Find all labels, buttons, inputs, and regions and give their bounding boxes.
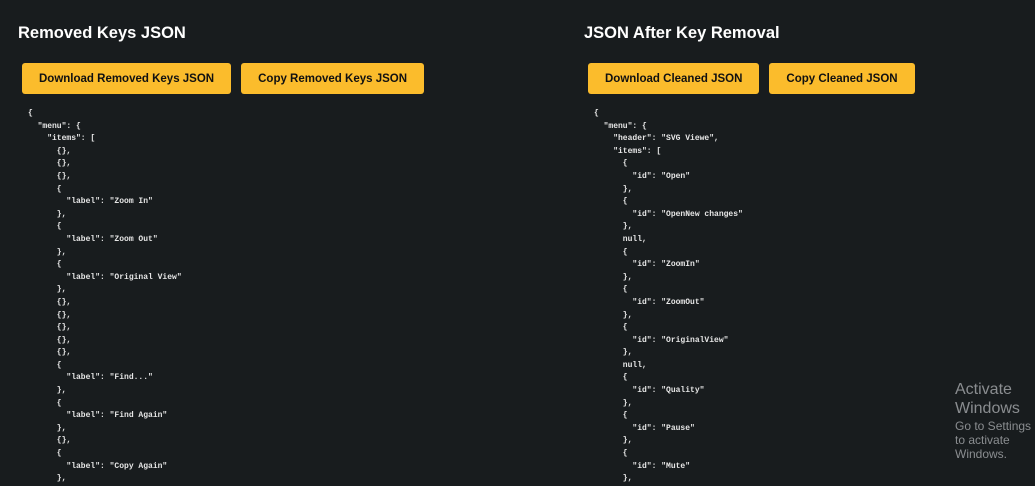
copy-removed-keys-button[interactable]: Copy Removed Keys JSON xyxy=(241,63,425,94)
cleaned-json-actions: Download Cleaned JSON Copy Cleaned JSON xyxy=(588,63,915,94)
removed-keys-title: Removed Keys JSON xyxy=(18,24,186,42)
windows-activation-watermark: Activate Windows Go to Settings to activ… xyxy=(955,380,1033,461)
download-cleaned-json-button[interactable]: Download Cleaned JSON xyxy=(588,63,760,94)
copy-cleaned-json-button[interactable]: Copy Cleaned JSON xyxy=(769,63,915,94)
removed-keys-json-output: { "menu": { "items": [ {}, {}, {}, { "la… xyxy=(28,109,182,484)
download-removed-keys-button[interactable]: Download Removed Keys JSON xyxy=(22,63,232,94)
removed-keys-actions: Download Removed Keys JSON Copy Removed … xyxy=(22,63,425,94)
watermark-subtitle: Go to Settings to activate Windows. xyxy=(955,419,1032,461)
watermark-title: Activate Windows xyxy=(955,381,1020,417)
cleaned-json-title: JSON After Key Removal xyxy=(584,24,780,42)
cleaned-json-output: { "menu": { "header": "SVG Viewe", "item… xyxy=(594,109,743,484)
